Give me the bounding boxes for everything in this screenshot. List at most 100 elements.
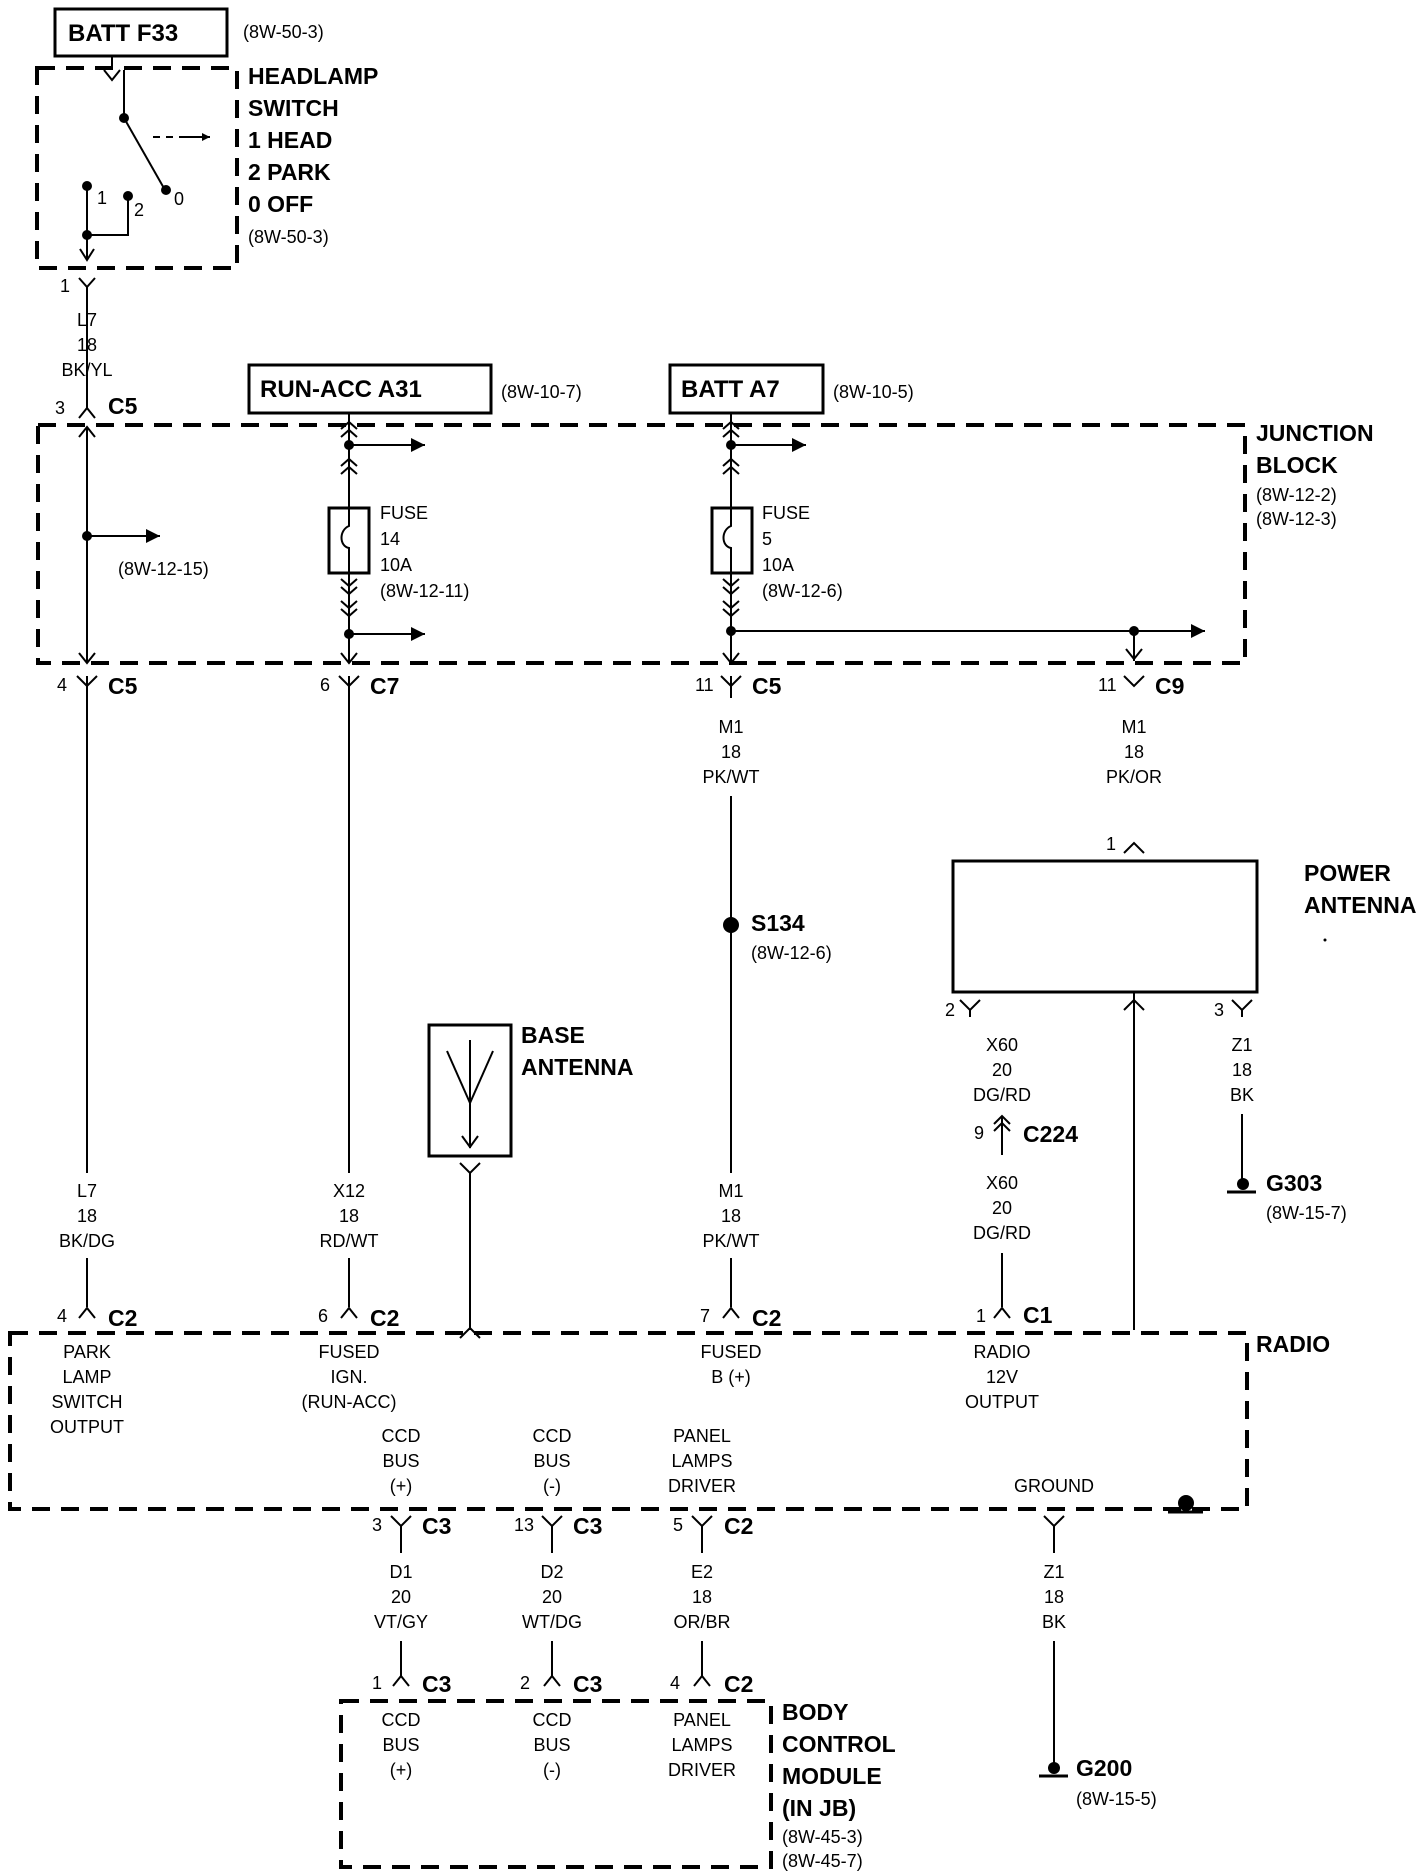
power-antenna: POWER ANTENNA xyxy=(951,859,1416,1330)
svg-text:S134: S134 xyxy=(751,910,805,936)
svg-text:C2: C2 xyxy=(752,1305,781,1331)
svg-text:18: 18 xyxy=(1044,1587,1064,1607)
svg-text:BK: BK xyxy=(1042,1612,1066,1632)
svg-text:4: 4 xyxy=(57,1306,67,1326)
connector-jb-c9-pin11: 11 C9 xyxy=(1098,673,1184,699)
svg-text:(+): (+) xyxy=(390,1760,413,1780)
svg-text:3: 3 xyxy=(1214,1000,1224,1020)
svg-text:CCD: CCD xyxy=(382,1426,421,1446)
svg-text:GROUND: GROUND xyxy=(1014,1476,1094,1496)
connector-radio-c2-pin6: 6 C2 xyxy=(318,1305,399,1331)
svg-text:(+): (+) xyxy=(390,1476,413,1496)
svg-text:PARK: PARK xyxy=(63,1342,111,1362)
svg-text:9: 9 xyxy=(974,1123,984,1143)
svg-text:18: 18 xyxy=(1232,1060,1252,1080)
svg-text:(8W-15-5): (8W-15-5) xyxy=(1076,1789,1157,1809)
svg-text:18: 18 xyxy=(692,1587,712,1607)
svg-text:ANTENNA: ANTENNA xyxy=(521,1054,633,1080)
connector-c224: 9 C224 xyxy=(974,1114,1078,1155)
svg-text:4: 4 xyxy=(57,675,67,695)
svg-text:LAMPS: LAMPS xyxy=(671,1735,732,1755)
svg-text:C3: C3 xyxy=(422,1513,451,1539)
svg-text:5: 5 xyxy=(762,529,772,549)
svg-text:BUS: BUS xyxy=(382,1451,419,1471)
svg-text:5: 5 xyxy=(673,1515,683,1535)
svg-text:M1: M1 xyxy=(718,1181,743,1201)
svg-text:0 OFF: 0 OFF xyxy=(248,191,313,217)
svg-text:11: 11 xyxy=(695,675,714,695)
svg-text:SWITCH: SWITCH xyxy=(52,1392,123,1412)
svg-text:1: 1 xyxy=(976,1306,986,1326)
svg-text:2 PARK: 2 PARK xyxy=(248,159,331,185)
svg-text:FUSED: FUSED xyxy=(700,1342,761,1362)
wire-m1-pkwt: M1 18 PK/WT M1 18 PK/WT xyxy=(703,676,760,1307)
svg-text:(8W-12-3): (8W-12-3) xyxy=(1256,509,1337,529)
svg-text:(8W-50-3): (8W-50-3) xyxy=(248,227,329,247)
svg-text:C5: C5 xyxy=(752,673,782,699)
svg-text:BLOCK: BLOCK xyxy=(1256,452,1338,478)
svg-text:18: 18 xyxy=(721,1206,741,1226)
svg-text:BUS: BUS xyxy=(533,1451,570,1471)
svg-text:RUN-ACC A31: RUN-ACC A31 xyxy=(260,376,422,403)
svg-text:PK/WT: PK/WT xyxy=(703,1231,760,1251)
svg-text:OUTPUT: OUTPUT xyxy=(965,1392,1039,1412)
svg-text:RADIO: RADIO xyxy=(1256,1331,1330,1357)
svg-text:(8W-45-7): (8W-45-7) xyxy=(782,1851,863,1871)
svg-text:20: 20 xyxy=(992,1198,1012,1218)
svg-text:20: 20 xyxy=(391,1587,411,1607)
svg-text:18: 18 xyxy=(721,742,741,762)
run-acc-a31-source: RUN-ACC A31 (8W-10-7) xyxy=(247,363,582,415)
connector-radio-c3-pin13: 13 C3 xyxy=(514,1513,602,1553)
svg-text:FUSE: FUSE xyxy=(380,503,428,523)
svg-text:MODULE: MODULE xyxy=(782,1763,882,1789)
wire-x60-top: X60 20 DG/RD xyxy=(973,1035,1031,1105)
svg-text:JUNCTION: JUNCTION xyxy=(1256,420,1374,446)
svg-text:13: 13 xyxy=(514,1515,534,1535)
svg-text:FUSED: FUSED xyxy=(318,1342,379,1362)
svg-text:PK/OR: PK/OR xyxy=(1106,767,1162,787)
svg-text:HEADLAMP: HEADLAMP xyxy=(248,63,378,89)
svg-text:X12: X12 xyxy=(333,1181,365,1201)
svg-text:CONTROL: CONTROL xyxy=(782,1731,896,1757)
svg-text:DG/RD: DG/RD xyxy=(973,1223,1031,1243)
svg-text:1: 1 xyxy=(60,276,70,296)
svg-text:6: 6 xyxy=(320,675,330,695)
svg-text:(8W-12-2): (8W-12-2) xyxy=(1256,485,1337,505)
svg-text:1: 1 xyxy=(372,1673,382,1693)
headlamp-switch: 1 2 0 HEADLAMP SWITCH 1 HEAD 2 PARK 0 OF… xyxy=(35,56,378,270)
svg-text:2: 2 xyxy=(945,1000,955,1020)
svg-text:L7: L7 xyxy=(77,1181,97,1201)
svg-text:C2: C2 xyxy=(108,1305,137,1331)
wire-x12: X12 18 RD/WT xyxy=(320,676,378,1307)
svg-text:14: 14 xyxy=(380,529,400,549)
svg-text:BATT A7: BATT A7 xyxy=(681,376,780,403)
svg-text:7: 7 xyxy=(700,1306,710,1326)
svg-text:(8W-12-15): (8W-12-15) xyxy=(118,559,209,579)
svg-text:RADIO: RADIO xyxy=(973,1342,1030,1362)
junction-block: JUNCTION BLOCK (8W-12-2) (8W-12-3) (8W-1… xyxy=(36,413,1374,665)
svg-text:CCD: CCD xyxy=(533,1710,572,1730)
svg-text:LAMPS: LAMPS xyxy=(671,1451,732,1471)
svg-text:(-): (-) xyxy=(543,1760,561,1780)
connector-jb-c5-pin3: 3 C5 xyxy=(55,393,138,419)
wire-l7-bkdg: L7 18 BK/DG xyxy=(58,676,116,1307)
svg-text:G200: G200 xyxy=(1076,1755,1132,1781)
radio: RADIO PARK LAMP SWITCH OUTPUT FUSED IGN.… xyxy=(8,1331,1330,1514)
svg-text:BK/DG: BK/DG xyxy=(59,1231,115,1251)
svg-text:(8W-12-11): (8W-12-11) xyxy=(380,581,469,601)
svg-text:12V: 12V xyxy=(986,1367,1018,1387)
svg-text:PANEL: PANEL xyxy=(673,1710,731,1730)
svg-text:LAMP: LAMP xyxy=(62,1367,111,1387)
svg-text:(IN JB): (IN JB) xyxy=(782,1795,856,1821)
wire-z1-power-antenna: Z1 18 BK xyxy=(1230,1035,1254,1183)
svg-text:2: 2 xyxy=(520,1673,530,1693)
wire-d2: D2 20 WT/DG xyxy=(522,1562,582,1672)
ground-g200: G200 (8W-15-5) xyxy=(1039,1755,1157,1809)
splice-s134: S134 (8W-12-6) xyxy=(723,910,832,963)
svg-text:C3: C3 xyxy=(422,1671,451,1697)
connector-jb-c5-pin4: 4 C5 xyxy=(57,673,138,699)
svg-text:C1: C1 xyxy=(1023,1302,1053,1328)
svg-text:OR/BR: OR/BR xyxy=(673,1612,730,1632)
svg-text:C7: C7 xyxy=(370,673,399,699)
